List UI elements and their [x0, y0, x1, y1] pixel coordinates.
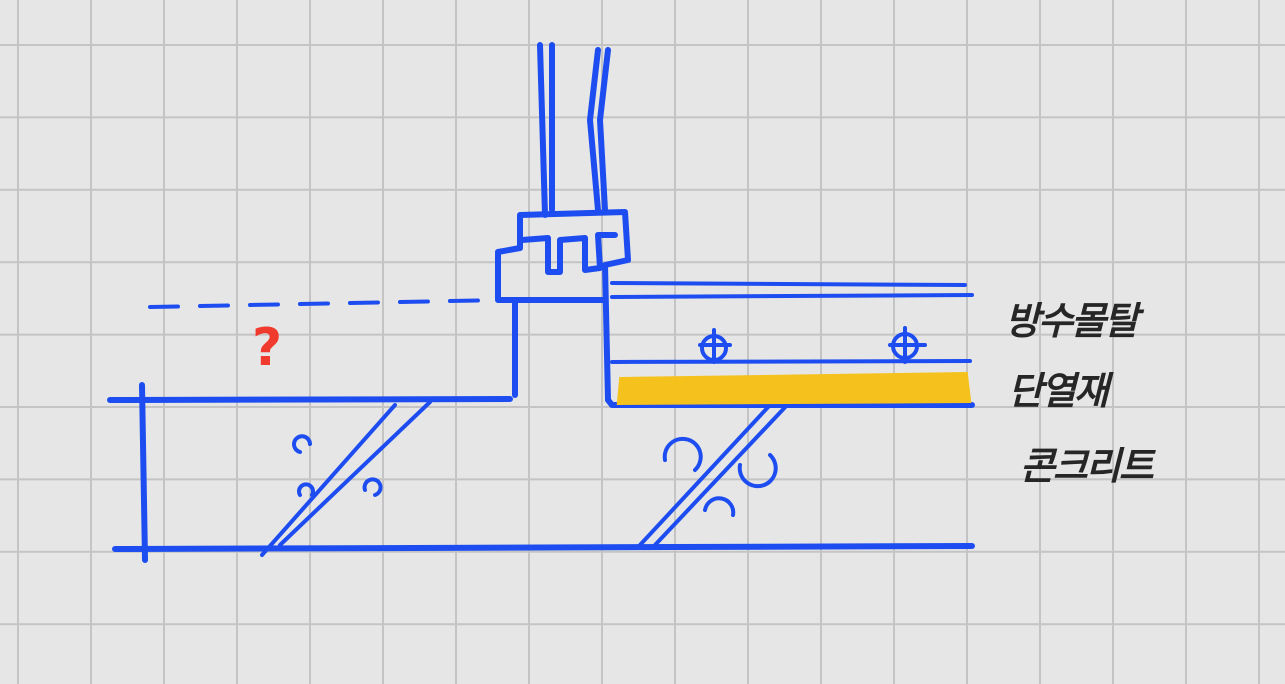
label-concrete: 콘크리트	[1020, 444, 1154, 488]
insulation-top	[610, 359, 972, 364]
column	[495, 209, 975, 408]
mortar-top2	[610, 293, 974, 299]
pipe-left	[537, 42, 555, 218]
concrete-hatch-right	[638, 400, 792, 547]
mortar-top	[610, 281, 967, 287]
pipe-right	[587, 47, 611, 213]
dashed-level-line	[148, 298, 502, 309]
concrete-hatch-left	[260, 400, 432, 557]
label-waterproof-mortar: 방수몰탈	[1005, 299, 1139, 343]
insulation-layer	[616, 371, 972, 406]
question-mark: ?	[252, 318, 283, 378]
left-wall	[139, 382, 148, 563]
anchor-1	[698, 328, 732, 364]
label-insulation: 단열재	[1008, 369, 1109, 413]
left-slab-top	[107, 396, 513, 403]
blue-structure	[107, 42, 975, 563]
anchor-2	[888, 326, 927, 364]
base-line	[112, 543, 975, 552]
